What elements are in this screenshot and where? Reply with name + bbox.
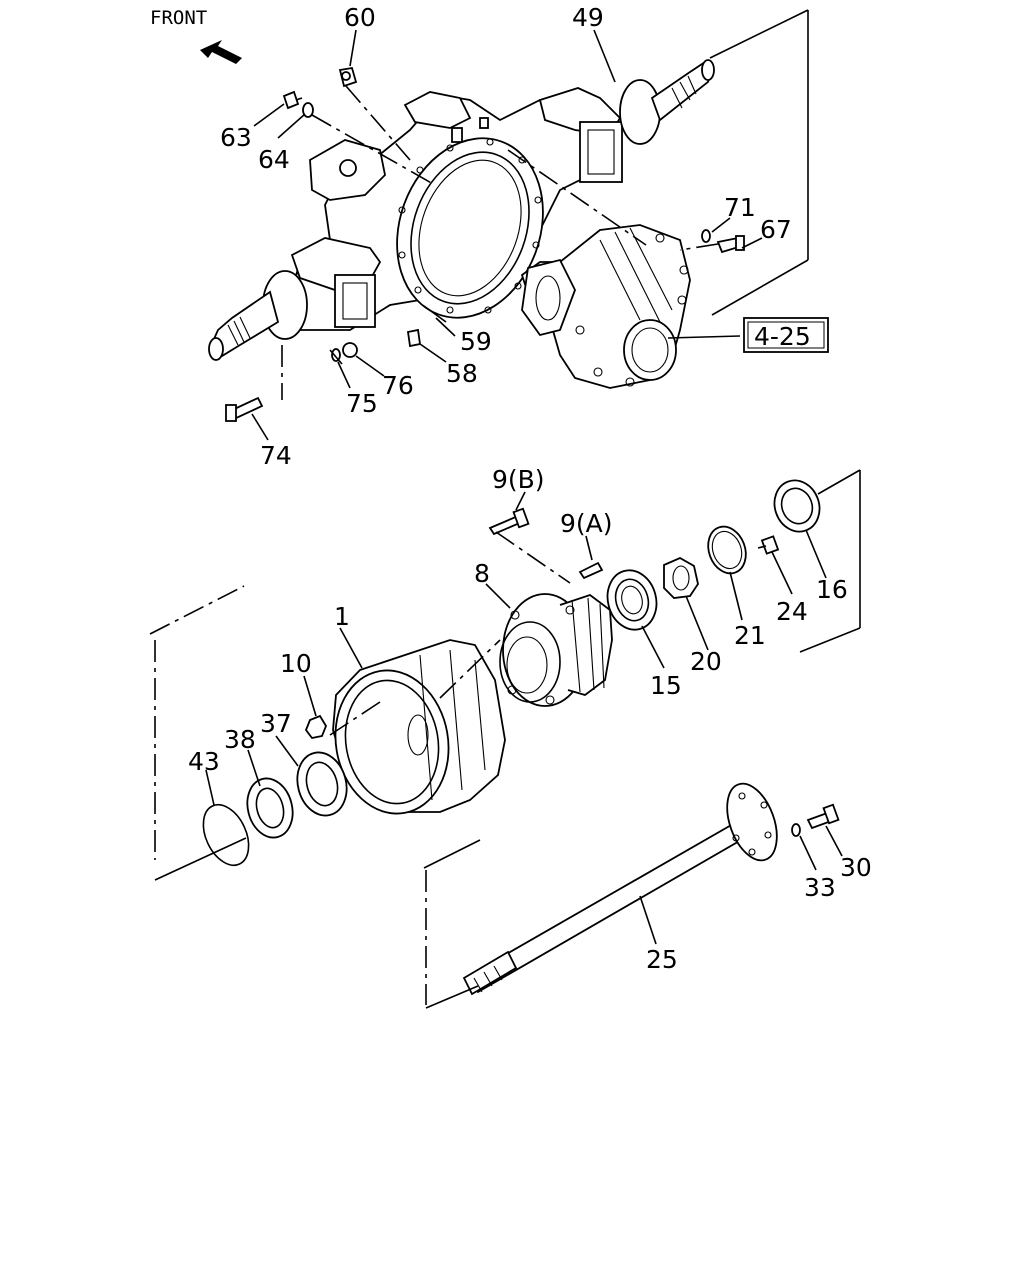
callout-24: 24 (776, 597, 808, 626)
part-76-nut (342, 342, 358, 358)
callout-76: 76 (382, 371, 414, 400)
leader-lines-upper (251, 29, 763, 441)
alignment-lines-upper (281, 85, 719, 400)
callout-9a: 9(A) (560, 509, 613, 538)
callout-60: 60 (344, 3, 376, 32)
differential-carrier (520, 224, 691, 389)
part-21-lock-washer (707, 525, 747, 575)
part-37-bearing (296, 751, 348, 817)
part-58-nut (406, 328, 422, 348)
front-arrow-icon (200, 40, 242, 64)
callout-15: 15 (650, 671, 682, 700)
callout-1: 1 (334, 602, 350, 631)
part-16-oil-seal (773, 479, 821, 533)
callout-63: 63 (220, 123, 252, 152)
callout-37: 37 (260, 709, 292, 738)
callout-21: 21 (734, 621, 766, 650)
callout-25: 25 (646, 945, 678, 974)
callout-74: 74 (260, 441, 292, 470)
callout-30: 30 (840, 853, 872, 882)
bracket-lines-lower (154, 469, 861, 1009)
callout-58: 58 (446, 359, 478, 388)
part-71-washer (701, 229, 711, 243)
part-67-bolt (716, 235, 745, 254)
part-1-brake-drum (332, 639, 506, 815)
part-8-wheel-hub (499, 593, 613, 707)
part-33-washer (791, 823, 801, 837)
bracket-lines-upper (709, 9, 809, 316)
part-74-bolt (225, 396, 264, 422)
callout-43: 43 (188, 747, 220, 776)
callout-64: 64 (258, 145, 290, 174)
callout-75: 75 (346, 389, 378, 418)
part-24-bolt (757, 535, 780, 555)
callout-10: 10 (280, 649, 312, 678)
callout-59: 59 (460, 327, 492, 356)
part-9a-hub-bolt (578, 561, 604, 580)
part-64-washer (302, 102, 314, 118)
part-30-bolt (806, 803, 840, 830)
callout-38: 38 (224, 725, 256, 754)
part-59-pin (423, 305, 447, 323)
callout-71: 71 (724, 193, 756, 222)
alignment-lines-lower (149, 531, 571, 1005)
reference-box-label: 4-25 (754, 322, 811, 351)
callout-20: 20 (690, 647, 722, 676)
callout-9b: 9(B) (492, 465, 545, 494)
leader-lines-lower (205, 491, 843, 945)
part-15-bearing (606, 569, 658, 631)
part-43-snap-ring (202, 803, 250, 867)
axle-housing (208, 59, 715, 361)
part-75-washer (331, 348, 341, 362)
callout-16: 16 (816, 575, 848, 604)
callout-8: 8 (474, 559, 490, 588)
callout-67: 67 (760, 215, 792, 244)
part-20-lock-nut (663, 556, 699, 599)
part-10-nut (304, 714, 328, 739)
part-63-bolt (282, 90, 303, 110)
part-9b-hub-bolt (488, 507, 530, 536)
front-label: FRONT (150, 7, 207, 29)
reference-box[interactable]: 4-25 (743, 317, 829, 353)
callout-49: 49 (572, 3, 604, 32)
part-38-oil-seal (246, 777, 294, 839)
callout-33: 33 (804, 873, 836, 902)
part-60-breather (338, 66, 358, 88)
part-25-axle-shaft (462, 782, 778, 996)
